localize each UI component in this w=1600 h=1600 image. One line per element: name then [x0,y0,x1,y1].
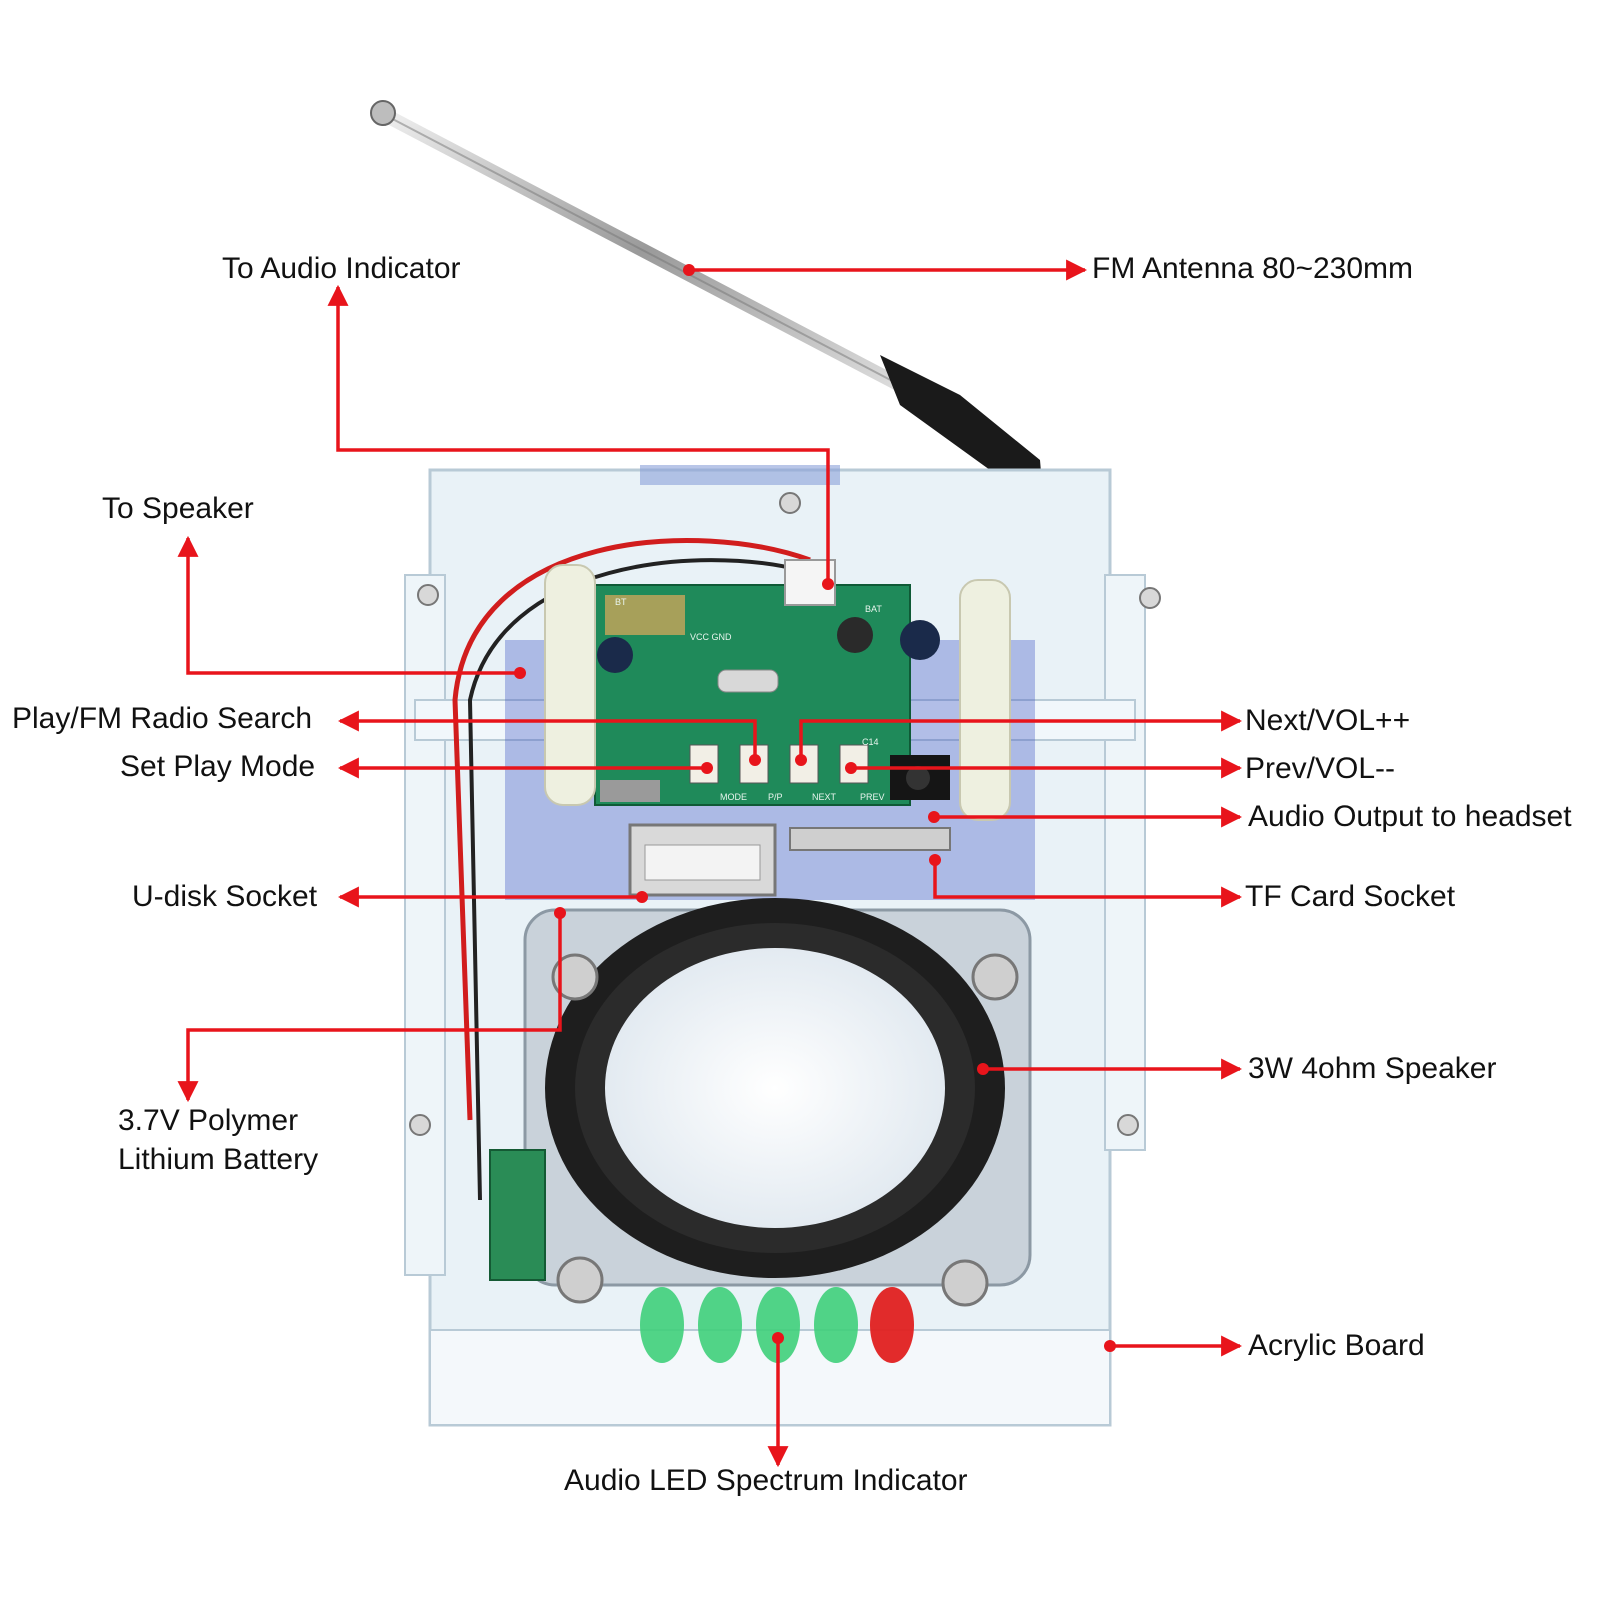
silk-prev: PREV [860,792,885,802]
label-next-vol: Next/VOL++ [1245,704,1411,737]
box-screws [409,492,1161,1136]
arrow-battery [177,913,562,1103]
tf-card-slot [789,827,951,851]
label-play-fm-search: Play/FM Radio Search [12,702,313,735]
label-prev-vol: Prev/VOL-- [1245,752,1396,785]
label-u-disk-socket: U-disk Socket [132,880,318,913]
label-to-audio-indicator: To Audio Indicator [222,252,461,285]
arrow-play-fm-search [337,710,757,760]
label-acrylic-board: Acrylic Board [1248,1329,1425,1362]
led-spectrum [640,1287,914,1363]
annotation-lines [177,259,1243,1468]
label-set-play-mode: Set Play Mode [120,750,316,783]
arrow-tf-card [933,860,1243,908]
silk-pp: P/P [768,792,783,802]
speaker [523,898,1032,1307]
silk-mode: MODE [720,792,747,802]
silk-next: NEXT [812,792,837,802]
label-to-speaker: To Speaker [102,492,254,525]
black-wire [467,558,801,1201]
silk-vcc-gnd: VCC GND [690,632,732,642]
pcb-silkscreen: BT BAT VCC GND C14 MODE P/P NEXT PREV [615,597,885,802]
label-audio-output: Audio Output to headset [1248,800,1572,833]
silk-bt: BT [615,597,627,607]
silk-c14: C14 [862,737,879,747]
label-3w-speaker: 3W 4ohm Speaker [1248,1052,1497,1085]
label-battery-line1: 3.7V Polymer [118,1104,299,1137]
label-led-indicator: Audio LED Spectrum Indicator [564,1464,968,1497]
led-driver-board [489,1149,546,1281]
label-fm-antenna: FM Antenna 80~230mm [1092,252,1414,285]
arrow-next-vol [799,710,1243,760]
silk-bat: BAT [865,604,882,614]
arrow-to-speaker [177,535,520,675]
red-wire [452,537,811,1121]
arrow-to-audio-indicator [327,284,830,584]
label-tf-card-socket: TF Card Socket [1245,880,1456,913]
annotation-dots [514,264,1116,1352]
label-battery-line2: Lithium Battery [118,1143,319,1176]
nylon-standoffs [544,564,1011,821]
pcb-buttons [689,744,869,784]
